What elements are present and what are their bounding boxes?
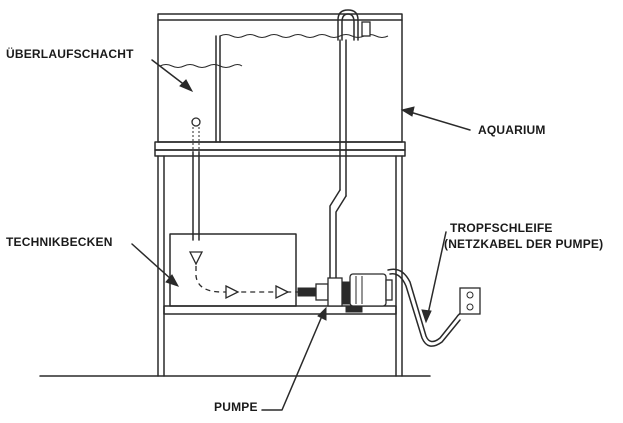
- label-pumpe: PUMPE: [214, 400, 258, 414]
- drip-loop-cable: [387, 268, 465, 347]
- label-technikbecken: TECHNIKBECKEN: [6, 235, 113, 249]
- flow-path: [188, 251, 318, 300]
- leader-ueberlaufschacht: [151, 59, 194, 93]
- return-pipe: [329, 9, 371, 283]
- overflow-chamber: [215, 35, 221, 143]
- label-netzkabel: (NETZKABEL DER PUMPE): [444, 237, 603, 251]
- leader-pumpe: [261, 306, 327, 411]
- label-ueberlaufschacht: ÜBERLAUFSCHACHT: [6, 46, 134, 61]
- label-aquarium: AQUARIUM: [478, 123, 546, 137]
- drain-pipe: [191, 117, 201, 241]
- leader-technikbecken: [131, 243, 180, 287]
- cabinet-stand: [154, 141, 406, 377]
- label-tropfschleife: TROPFSCHLEIFE: [450, 221, 553, 235]
- leader-tropfschleife: [421, 231, 447, 324]
- pump: [297, 273, 393, 313]
- leader-aquarium: [400, 106, 471, 131]
- wall-outlet: [459, 287, 481, 315]
- sump-tank: [169, 233, 297, 307]
